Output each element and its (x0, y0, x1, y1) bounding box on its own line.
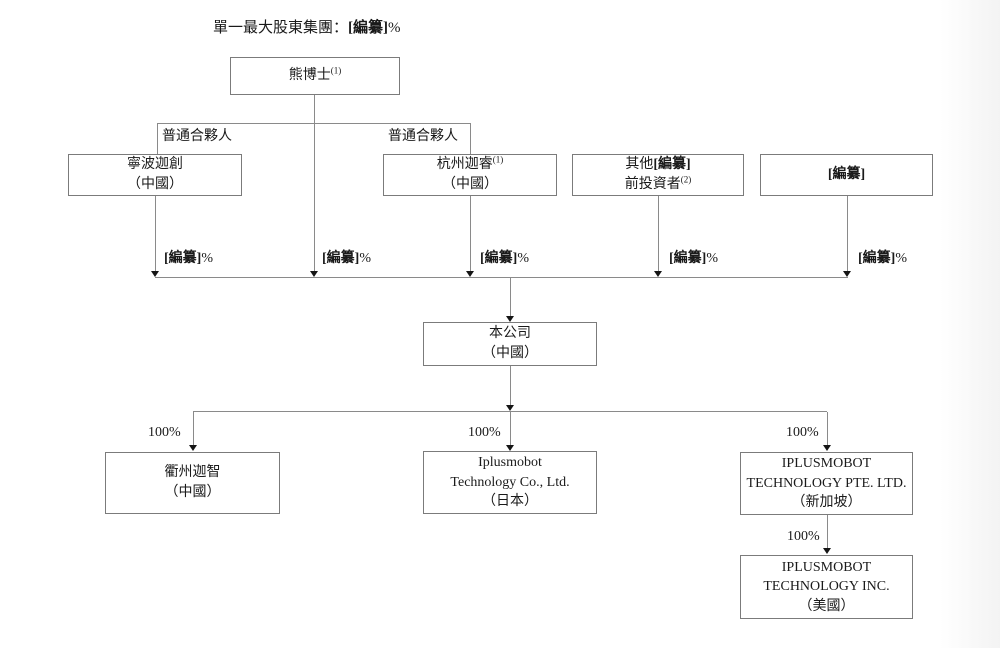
node-jurisdiction: （日本） (482, 494, 538, 510)
node-other-pre-investors: 其他[編纂] 前投資者(2) (572, 154, 744, 196)
pct-redacted: [編纂] (669, 251, 707, 266)
title-redacted: [編纂] (348, 20, 389, 36)
arrowhead-icon (506, 316, 514, 322)
pct-redacted: [編纂] (858, 251, 896, 266)
pct100-label-singapore: 100% (786, 425, 819, 440)
redacted-text: [編纂] (653, 157, 691, 173)
arrowhead-icon (189, 445, 197, 451)
node-label-line1: 其他[編纂] (625, 155, 690, 175)
node-name-line1: IPLUSMOBOT (781, 559, 872, 575)
node-name: 衢州迦智 (164, 465, 221, 481)
pct-label-xiong: [編纂]% (322, 252, 371, 266)
node-redacted-shareholder: [編纂] (760, 154, 933, 196)
node-label-line2: 前投資者(2) (625, 175, 692, 195)
node-name: 前投資者 (624, 177, 681, 192)
node-hangzhou-jiarui: 杭州迦睿(1) （中國） (383, 154, 557, 196)
pct-redacted: [編纂] (164, 251, 202, 266)
connector-company-to-bus2 (510, 366, 511, 405)
pct-redacted: [編纂] (322, 251, 360, 266)
pct-sign: % (201, 251, 213, 266)
connector-singapore-to-usa (827, 515, 828, 548)
pct-sign: % (706, 251, 718, 266)
node-name: 本公司 (489, 326, 531, 342)
connector-bus2-to-quzhou (193, 412, 194, 445)
connector-hangzhou-to-bus (470, 196, 471, 271)
node-iplusmobot-singapore: IPLUSMOBOT TECHNOLOGY PTE. LTD. （新加坡） (740, 452, 913, 515)
connector-redacted-to-bus (847, 196, 848, 271)
arrowhead-icon (823, 548, 831, 554)
pct-sign: % (517, 251, 529, 266)
node-name-line1: IPLUSMOBOT (781, 456, 872, 472)
connector-gp-horizontal (157, 123, 471, 124)
node-name: 其他 (625, 157, 654, 173)
pct-label-redacted: [編纂]% (858, 252, 907, 266)
arrowhead-icon (151, 271, 159, 277)
arrowhead-icon (506, 405, 514, 411)
general-partner-label-left: 普通合夥人 (162, 129, 232, 144)
connector-ningbo-to-bus (155, 196, 156, 271)
connector-leg-hangzhou (470, 123, 471, 154)
arrowhead-icon (506, 445, 514, 451)
pct-label-ningbo: [編纂]% (164, 252, 213, 266)
footnote-marker: (1) (492, 154, 504, 165)
node-label: 熊博士(1) (289, 66, 342, 86)
diagram-title: 單一最大股東集團：[編纂]% (213, 16, 401, 37)
connector-bus2 (193, 411, 827, 412)
arrowhead-icon (654, 271, 662, 277)
pct100-label-quzhou: 100% (148, 425, 181, 440)
node-jurisdiction: （中國） (482, 346, 538, 361)
pct-redacted: [編纂] (480, 251, 518, 266)
node-iplusmobot-usa: IPLUSMOBOT TECHNOLOGY INC. （美國） (740, 555, 913, 619)
node-dr-xiong: 熊博士(1) (230, 57, 400, 95)
node-quzhou-jiazhi: 衢州迦智 （中國） (105, 452, 280, 514)
node-ningbo-jiachuang: 寧波迦創 （中國） (68, 154, 242, 196)
arrowhead-icon (310, 271, 318, 277)
node-the-company: 本公司 （中國） (423, 322, 597, 366)
pct100-label-japan: 100% (468, 425, 501, 440)
connector-investors-to-bus (658, 196, 659, 271)
footnote-marker: (2) (680, 174, 692, 185)
node-jurisdiction: （新加坡） (791, 495, 862, 511)
connector-bus1-to-company (510, 278, 511, 316)
footnote-marker: (1) (330, 65, 342, 76)
redacted-text: [編纂] (827, 167, 866, 183)
pct-sign: % (359, 251, 371, 266)
node-name-line1: Iplusmobot (478, 455, 542, 471)
node-label: 杭州迦睿(1) (437, 155, 504, 175)
title-prefix: 單一最大股東集團： (213, 20, 349, 36)
node-jurisdiction: （中國） (164, 485, 221, 500)
node-iplusmobot-japan: Iplusmobot Technology Co., Ltd. （日本） (423, 451, 597, 514)
arrowhead-icon (466, 271, 474, 277)
general-partner-label-right: 普通合夥人 (388, 129, 458, 144)
arrowhead-icon (823, 445, 831, 451)
connector-bus1 (155, 277, 848, 278)
connector-xiong-to-bus (314, 95, 315, 271)
pct-sign: % (895, 251, 907, 266)
node-name-line2: Technology Co., Ltd. (450, 474, 570, 490)
title-percent: % (388, 20, 401, 36)
node-name: 杭州迦睿 (436, 157, 493, 173)
connector-bus2-to-singapore (827, 412, 828, 445)
node-name-line2: TECHNOLOGY PTE. LTD. (746, 475, 907, 491)
pct-label-hangzhou: [編纂]% (480, 252, 529, 266)
arrowhead-icon (843, 271, 851, 277)
node-label: [編纂] (828, 165, 865, 185)
connector-leg-ningbo (157, 123, 158, 154)
node-jurisdiction: （中國） (127, 177, 183, 192)
node-jurisdiction: （美國） (798, 598, 855, 614)
pct-label-investors: [編纂]% (669, 252, 718, 266)
node-name: 寧波迦創 (127, 157, 183, 173)
node-jurisdiction: （中國） (442, 177, 498, 192)
node-name: 熊博士 (288, 68, 331, 84)
connector-bus2-to-japan (510, 412, 511, 445)
node-name-line2: TECHNOLOGY INC. (763, 579, 890, 595)
pct100-label-usa: 100% (787, 529, 820, 544)
